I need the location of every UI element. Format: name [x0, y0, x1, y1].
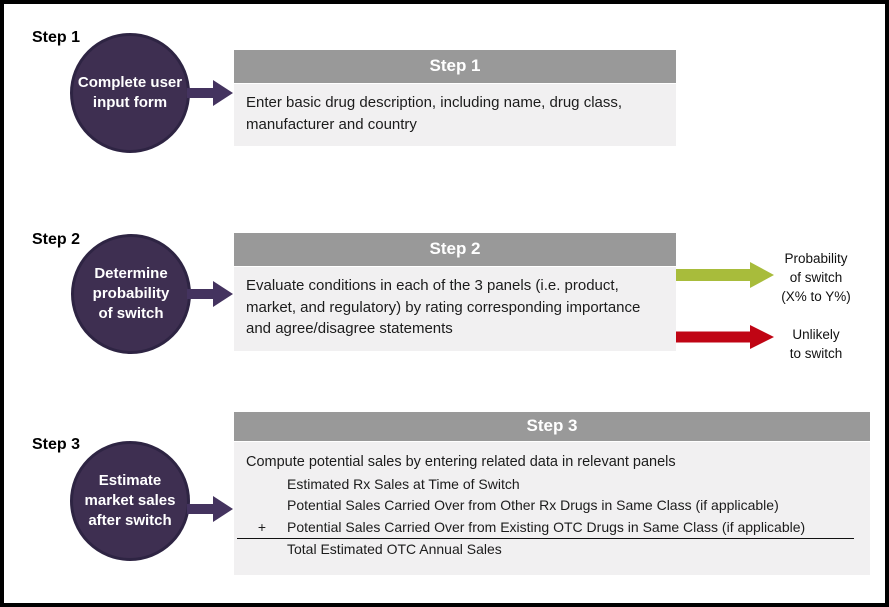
sales-sum-table: Estimated Rx Sales at Time of Switch Pot…: [237, 474, 854, 561]
step2-side-label: Step 2: [32, 231, 81, 248]
step1-circle: Complete user input form: [70, 33, 190, 153]
sum-row-text: Total Estimated OTC Annual Sales: [287, 541, 502, 557]
step1-flow-arrow-icon: [187, 80, 233, 106]
step3-box-body: Compute potential sales by entering rela…: [234, 442, 870, 575]
step3-circle: Estimate market sales after switch: [70, 441, 190, 561]
step2-circle-label: Determine probability of switch: [92, 265, 170, 322]
step1-box-body: Enter basic drug description, including …: [234, 84, 676, 146]
step3-flow-arrow-icon: [187, 496, 233, 522]
sum-row-total: Total Estimated OTC Annual Sales: [237, 539, 854, 561]
unlikely-to-switch-arrow-icon: [676, 325, 774, 349]
sum-prefix: [237, 539, 287, 561]
step1-side-label: Step 1: [32, 29, 81, 46]
sum-row-rx-sales: Estimated Rx Sales at Time of Switch: [237, 474, 854, 496]
step3-box-header: Step 3: [234, 412, 870, 441]
step2-box-header: Step 2: [234, 233, 676, 266]
step2-box: Step 2 Evaluate conditions in each of th…: [234, 233, 676, 351]
step2-circle: Determine probability of switch: [71, 234, 191, 354]
step1-circle-label: Complete user input form: [77, 74, 183, 111]
probability-of-switch-arrow-icon: [676, 262, 774, 288]
plus-sign: +: [257, 518, 267, 535]
sum-row-text: Estimated Rx Sales at Time of Switch: [287, 475, 520, 492]
probability-of-switch-label: Probability of switch (X% to Y%): [781, 251, 851, 304]
sum-prefix: [237, 474, 287, 496]
sum-row-text: Potential Sales Carried Over from Existi…: [287, 518, 806, 535]
step3-side-label: Step 3: [32, 436, 81, 453]
step3-circle-label: Estimate market sales after switch: [84, 472, 176, 529]
sum-row-other-rx: Potential Sales Carried Over from Other …: [237, 495, 854, 517]
sum-row-existing-otc: + Potential Sales Carried Over from Exis…: [237, 517, 854, 539]
sum-row-text: Potential Sales Carried Over from Other …: [287, 497, 779, 513]
step2-box-body: Evaluate conditions in each of the 3 pan…: [234, 267, 676, 351]
step1-box: Step 1 Enter basic drug description, inc…: [234, 50, 676, 146]
unlikely-to-switch-label: Unlikely to switch: [789, 327, 843, 361]
sum-prefix: [237, 495, 287, 517]
step2-flow-arrow-icon: [187, 281, 233, 307]
step3-box: Step 3 Compute potential sales by enteri…: [234, 412, 870, 575]
step3-intro-text: Compute potential sales by entering rela…: [246, 454, 676, 470]
step1-box-header: Step 1: [234, 50, 676, 83]
